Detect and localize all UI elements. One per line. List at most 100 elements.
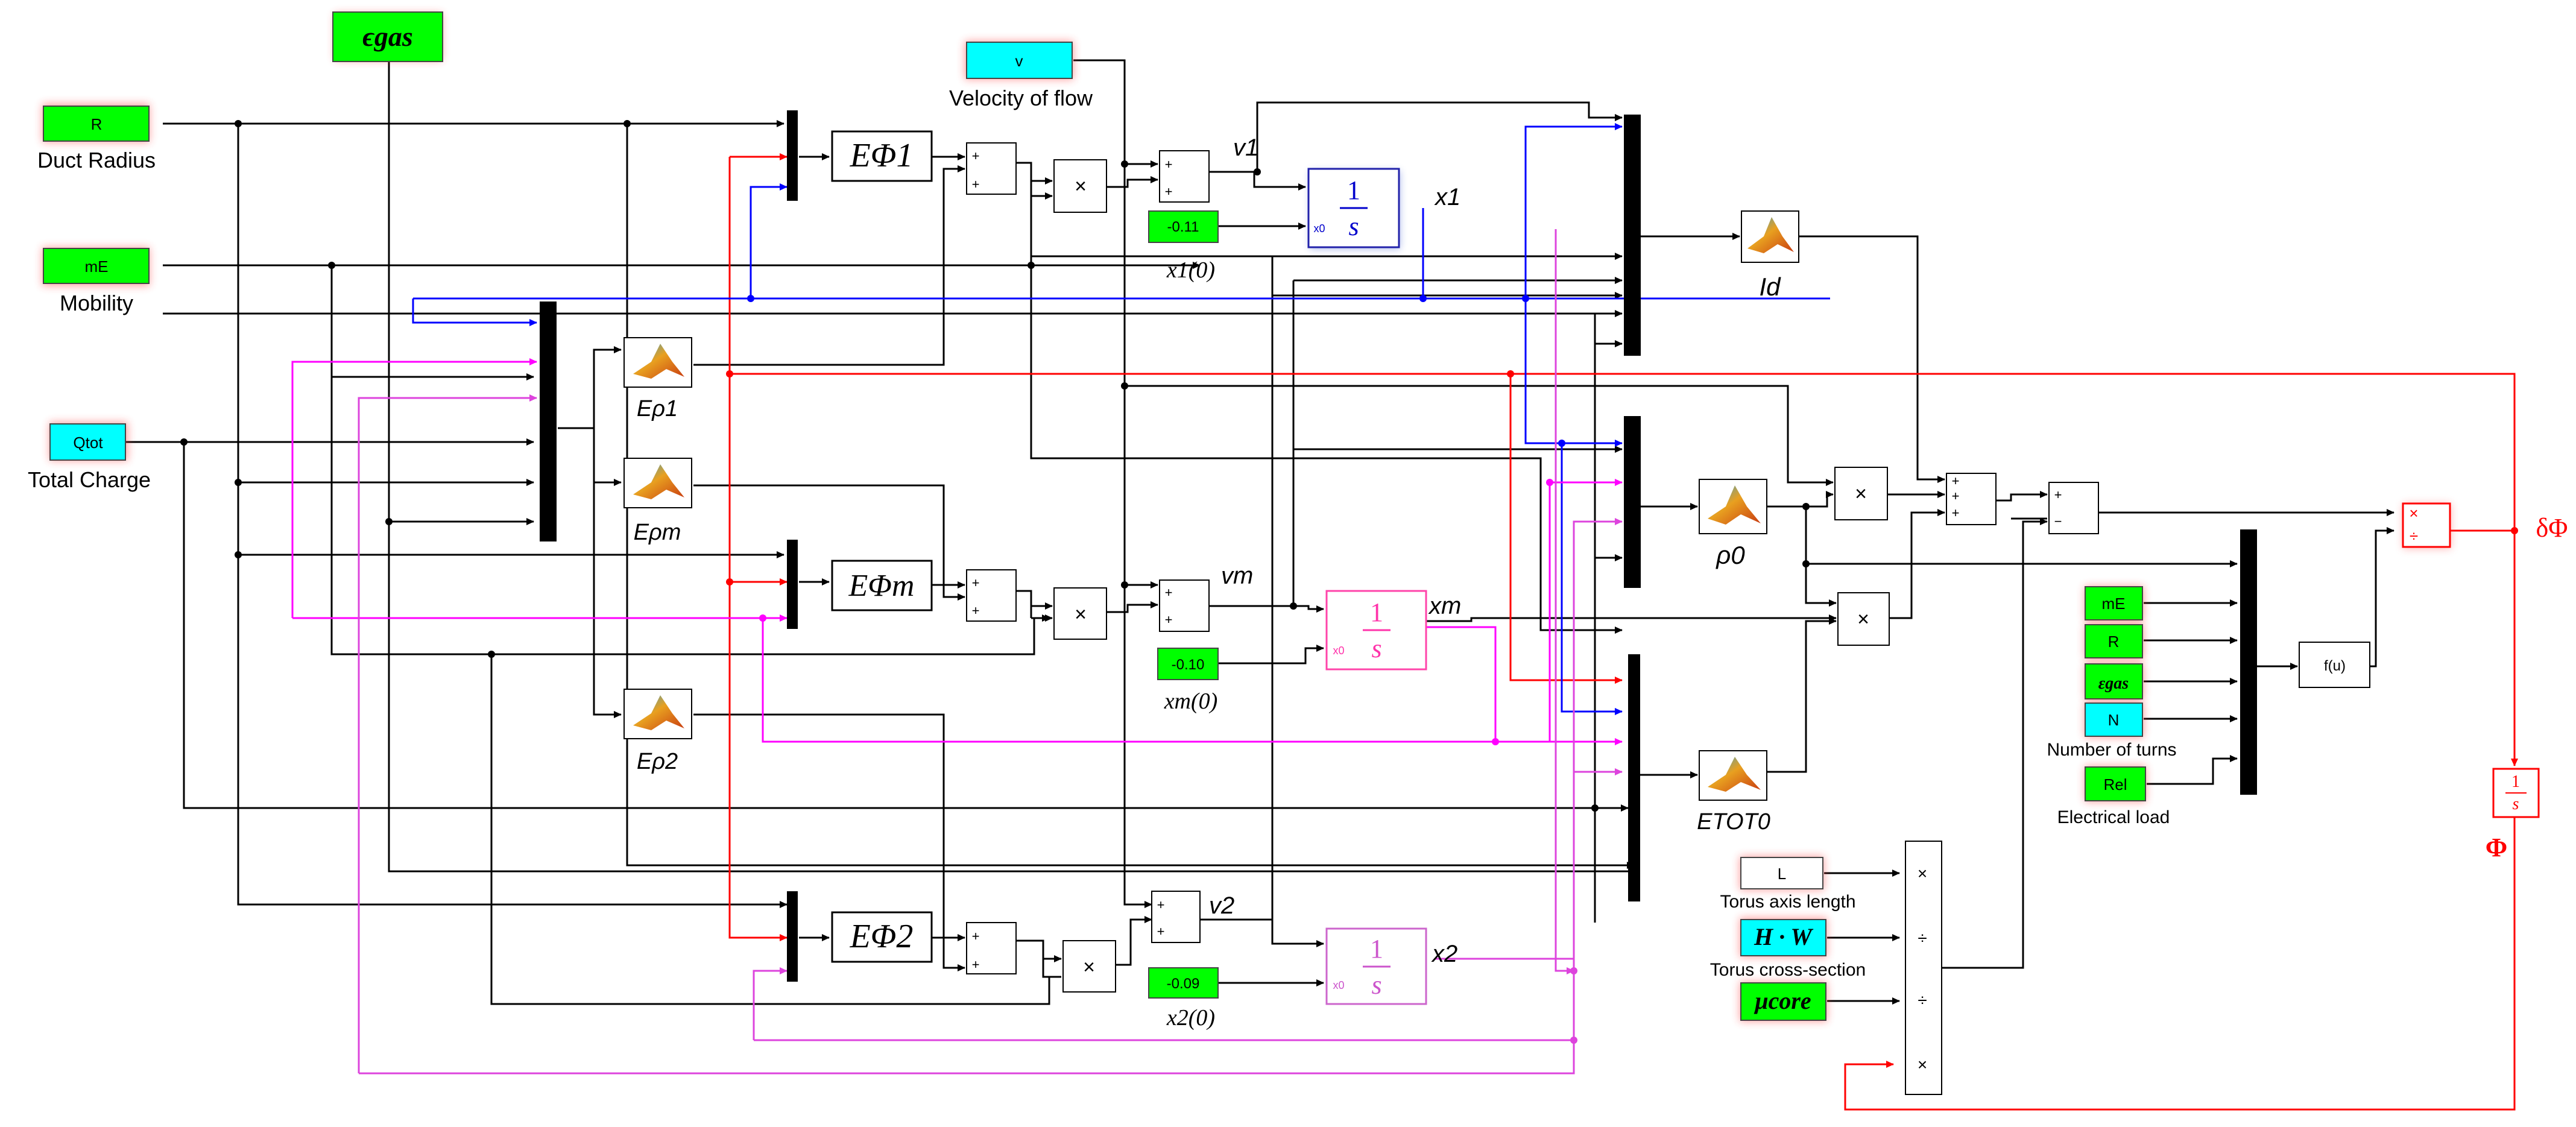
ephi1-label: EΦ1 [850,137,914,174]
const-mE-2[interactable]: mE [2085,586,2144,621]
sum-right-3[interactable]: + + + [1946,473,1997,525]
const-HW[interactable]: H · W [1740,918,1827,957]
svg-text:L: L [1778,865,1786,883]
product-m[interactable]: × [1053,587,1107,640]
ephi2-label: EΦ2 [850,918,914,955]
const-radius[interactable]: R [42,104,150,142]
x2-init-label: x2(0) [1166,1005,1215,1031]
const-x1-init[interactable]: -0.11 [1148,210,1219,243]
const-eps-gas-2[interactable]: εgas [2085,663,2144,699]
svg-text:Id: Id [1759,273,1781,301]
const-N[interactable]: N [2085,702,2144,737]
product-2[interactable]: × [1062,940,1116,993]
svg-text:1: 1 [2511,772,2520,791]
svg-text:+: + [972,575,980,590]
duct-radius-caption: Duct Radius [37,148,156,172]
sum-vm[interactable]: + + [1159,579,1210,632]
mux-right[interactable] [2240,529,2257,795]
product-divide-red[interactable]: × ÷ [2402,502,2451,549]
sum-right-diff[interactable]: + − [2048,482,2099,534]
matlab-blocks [623,210,1799,801]
fcn-erho1[interactable] [623,337,692,388]
integrator-phi[interactable]: 1 s [2492,768,2540,818]
const-velocity[interactable]: v [965,41,1073,80]
product-a[interactable]: × [1834,467,1888,520]
sum-v2[interactable]: + + [1151,891,1201,943]
svg-text:v1: v1 [1233,134,1258,161]
mux-ephi1[interactable] [787,110,798,201]
block-ephi2[interactable]: EΦ2 [831,911,933,963]
const-R-2[interactable]: R [2085,624,2144,659]
svg-text:+: + [972,148,980,163]
product-b[interactable]: × [1837,592,1890,646]
svg-text:1: 1 [1347,175,1360,205]
mux-id[interactable] [1624,115,1641,356]
svg-text:+: + [1157,897,1165,912]
mux-rho[interactable] [1624,416,1641,588]
integrator-xm[interactable]: 1 s x0 [1325,590,1427,671]
block-ephi1[interactable]: EΦ1 [831,130,933,182]
const-qtot[interactable]: Qtot [49,422,128,461]
svg-text:R: R [2108,633,2120,651]
svg-text:+: + [972,957,980,972]
const-Rel[interactable]: Rel [2085,766,2146,802]
svg-text:+: + [972,603,980,618]
mux-ephi2[interactable] [787,891,798,982]
svg-text:×: × [1855,482,1867,505]
svg-text:x0: x0 [1333,645,1344,657]
svg-text:+: + [1165,184,1173,199]
const-mu-core[interactable]: μcore [1740,982,1827,1021]
fcn-erhom[interactable] [623,458,692,508]
mux-ephim[interactable] [787,540,798,629]
product-divide-torus[interactable]: × ÷ ÷ × [1905,841,1942,1095]
svg-text:x1: x1 [1434,184,1460,210]
mux-etot[interactable] [1628,654,1640,901]
fcn-etot0[interactable] [1699,750,1767,801]
const-L[interactable]: L [1740,856,1824,890]
svg-text:Eρ2: Eρ2 [637,749,678,774]
sum-ephi2[interactable]: + + [966,922,1017,974]
svg-text:+: + [1952,488,1960,504]
qtot-label: Qtot [73,434,103,452]
fcn-erho2[interactable] [623,689,692,739]
integrator-x1[interactable]: 1 s x0 [1307,168,1400,249]
svg-text:+: + [972,929,980,944]
svg-text:εgas: εgas [2098,674,2129,693]
wires-magenta [291,358,1623,745]
svg-text:x0: x0 [1333,979,1344,991]
fcn-id[interactable] [1741,210,1799,263]
svg-text:÷: ÷ [2410,527,2418,545]
total-charge-caption: Total Charge [28,467,151,492]
junction-dots [180,120,2518,1044]
svg-text:N: N [2108,711,2120,729]
sum-ephi1[interactable]: + + [966,142,1017,195]
svg-text:+: + [2054,487,2062,502]
torus-cross-section-caption: Torus cross-section [1710,960,1866,980]
const-eps-gas[interactable]: ϵgas [332,11,443,62]
svg-text:Rel: Rel [2103,775,2127,794]
sum-blocks: + + + + + + + + + + + + + [966,142,2099,974]
mux-left[interactable] [540,301,557,541]
const-x2-init[interactable]: -0.09 [1148,967,1219,999]
svg-text:+: + [1157,924,1165,939]
svg-text:x0: x0 [1313,223,1325,235]
electrical-load-caption: Electrical load [2057,807,2170,827]
wires-violet [358,229,1623,1075]
integrator-x2[interactable]: 1 s x0 [1325,927,1427,1005]
svg-text:vm: vm [1221,563,1253,589]
svg-text:×: × [1083,956,1095,979]
fcn-rho0[interactable] [1699,479,1767,534]
xm-init-label: xm(0) [1164,689,1218,714]
sum-v1[interactable]: + + [1159,150,1210,203]
svg-text:×: × [1075,603,1087,626]
svg-text:+: + [1952,473,1960,488]
const-mobility[interactable]: mE [42,247,150,286]
svg-text:+: + [972,177,980,192]
fcn-fu[interactable]: f(u) [2299,642,2370,688]
svg-text:×: × [2409,504,2418,522]
const-xm-init[interactable]: -0.10 [1157,648,1219,680]
product-1[interactable]: × [1053,159,1107,213]
block-ephim[interactable]: EΦm [831,560,933,611]
sum-ephim[interactable]: + + [966,569,1017,622]
